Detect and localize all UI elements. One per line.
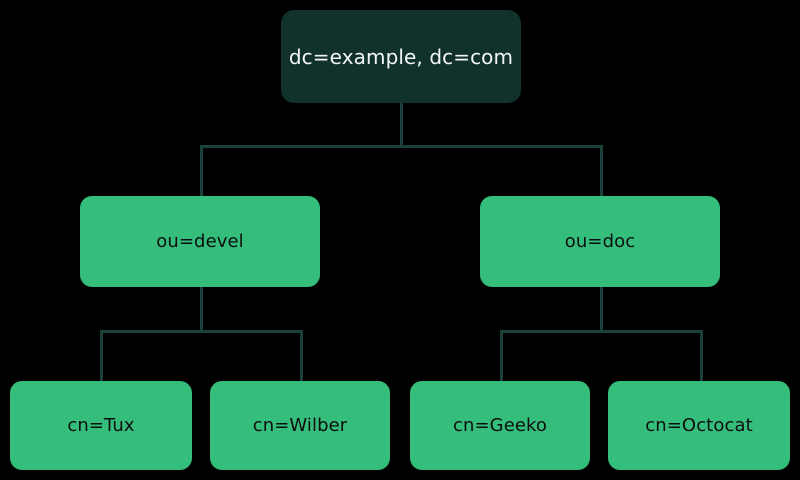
edge-to-cn-octocat xyxy=(700,330,703,382)
edge-ou-devel-stem xyxy=(200,287,203,333)
edge-ou-doc-bar xyxy=(500,330,703,333)
edge-to-ou-doc xyxy=(600,145,603,199)
node-cn-tux[interactable]: cn=Tux xyxy=(10,381,192,470)
edge-ou-doc-stem xyxy=(600,287,603,333)
edge-to-ou-devel xyxy=(200,145,203,199)
node-ou-devel[interactable]: ou=devel xyxy=(80,196,320,287)
node-cn-geeko-label: cn=Geeko xyxy=(452,414,548,436)
node-cn-geeko[interactable]: cn=Geeko xyxy=(410,381,590,470)
node-root-label: dc=example, dc=com xyxy=(288,44,514,69)
node-cn-wilber[interactable]: cn=Wilber xyxy=(210,381,390,470)
edge-to-cn-geeko xyxy=(500,330,503,382)
node-ou-doc-label: ou=doc xyxy=(564,230,636,252)
node-cn-octocat[interactable]: cn=Octocat xyxy=(608,381,790,470)
node-ou-doc[interactable]: ou=doc xyxy=(480,196,720,287)
edge-root-bar xyxy=(200,145,603,148)
node-ou-devel-label: ou=devel xyxy=(156,230,244,252)
edge-ou-devel-bar xyxy=(100,330,303,333)
node-root-dc-example-dc-com[interactable]: dc=example, dc=com xyxy=(281,10,521,103)
edge-to-cn-wilber xyxy=(300,330,303,382)
edge-to-cn-tux xyxy=(100,330,103,382)
node-cn-octocat-label: cn=Octocat xyxy=(645,414,753,436)
edge-root-stem xyxy=(400,103,403,148)
node-cn-tux-label: cn=Tux xyxy=(67,414,135,436)
node-cn-wilber-label: cn=Wilber xyxy=(252,414,348,436)
